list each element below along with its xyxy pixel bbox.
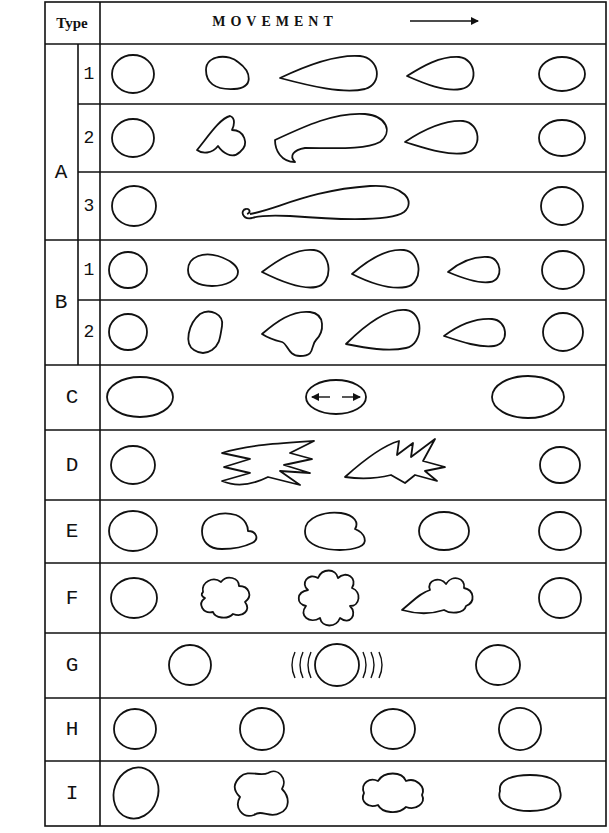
cell-outline [169,645,211,685]
cell-outline [493,702,547,756]
row-rule [45,364,606,366]
row-rule [78,103,606,105]
column-header: Type [56,16,87,31]
row-rule [45,429,606,431]
row-rule [45,697,606,699]
cell-outline [188,255,238,286]
cell-outline [352,250,419,288]
cell-outline [262,250,329,288]
cell-outline [202,514,256,549]
row-label: 1 [84,261,95,279]
cell-outline [539,120,585,156]
row-label: G [66,655,79,676]
row-label: 1 [84,65,95,83]
vibration-arcs [292,652,382,678]
cell-outline [106,761,165,825]
cell-outline [240,708,284,750]
column-header: MOVEMENT [212,15,338,29]
cell-outline [299,571,359,626]
cell-outline [109,252,147,288]
cell-outline [262,312,322,356]
cell-outline [476,645,520,685]
row-rule [45,499,606,501]
cell-outline [448,257,500,283]
cell-outline [402,578,473,613]
column-rule [77,44,79,365]
row-rule [45,43,606,45]
cell-outline [188,312,222,353]
table-grid [45,2,606,826]
table-border [45,2,606,826]
row-label: I [66,783,79,804]
cell-outline [111,446,155,484]
cell-outline [543,313,583,351]
cell-outline [201,578,249,618]
cell-outline [444,319,505,346]
row-rule [45,760,606,762]
column-rule [99,2,101,826]
row-label: 3 [84,197,95,215]
cell-outline [419,512,469,550]
cell-outline [235,771,288,815]
stretch-arrow [312,396,330,397]
cell-outline [112,119,154,157]
cell-outline [275,114,387,162]
cell-outline [539,57,585,91]
cell-outline [371,709,415,749]
row-rule [45,632,606,634]
cell-outline [222,441,314,485]
cell-outline [114,709,156,749]
cell-outline [305,513,365,550]
cell-outline [306,380,366,414]
cell-outline [315,644,359,686]
cell-outline [540,447,580,483]
row-label: A [55,162,68,183]
stretch-arrow [342,396,360,397]
row-label: C [66,387,79,408]
cell-shapes [106,55,585,825]
cell-outline [405,121,478,154]
row-rule [78,299,606,301]
cell-outline [346,310,420,350]
cell-outline [492,376,564,418]
cell-outline [541,187,583,225]
row-label: H [66,719,79,740]
cell-outline [111,578,157,618]
cell-outline [197,116,245,155]
row-label: F [66,588,79,609]
cell-outline [243,186,409,219]
cell-outline [539,578,581,618]
cell-outline [407,57,474,90]
row-label: 2 [84,129,95,147]
row-label: B [55,292,68,313]
row-label: 2 [84,323,95,341]
row-rule [45,239,606,241]
cell-outline [499,775,560,811]
cell-outline [107,377,173,417]
row-rule [45,562,606,564]
cell-outline [539,512,581,550]
cell-outline [112,55,154,93]
row-label: D [66,455,79,476]
cell-outline [109,314,147,350]
cell-outline [280,56,377,91]
cell-outline [345,439,445,483]
row-label: E [66,521,79,542]
direction-arrow [410,20,478,22]
row-rule [78,171,606,173]
cell-outline [363,774,423,813]
cell-outline [206,57,249,89]
cell-outline [109,511,157,551]
cell-outline [112,186,156,226]
cell-outline [542,251,584,289]
